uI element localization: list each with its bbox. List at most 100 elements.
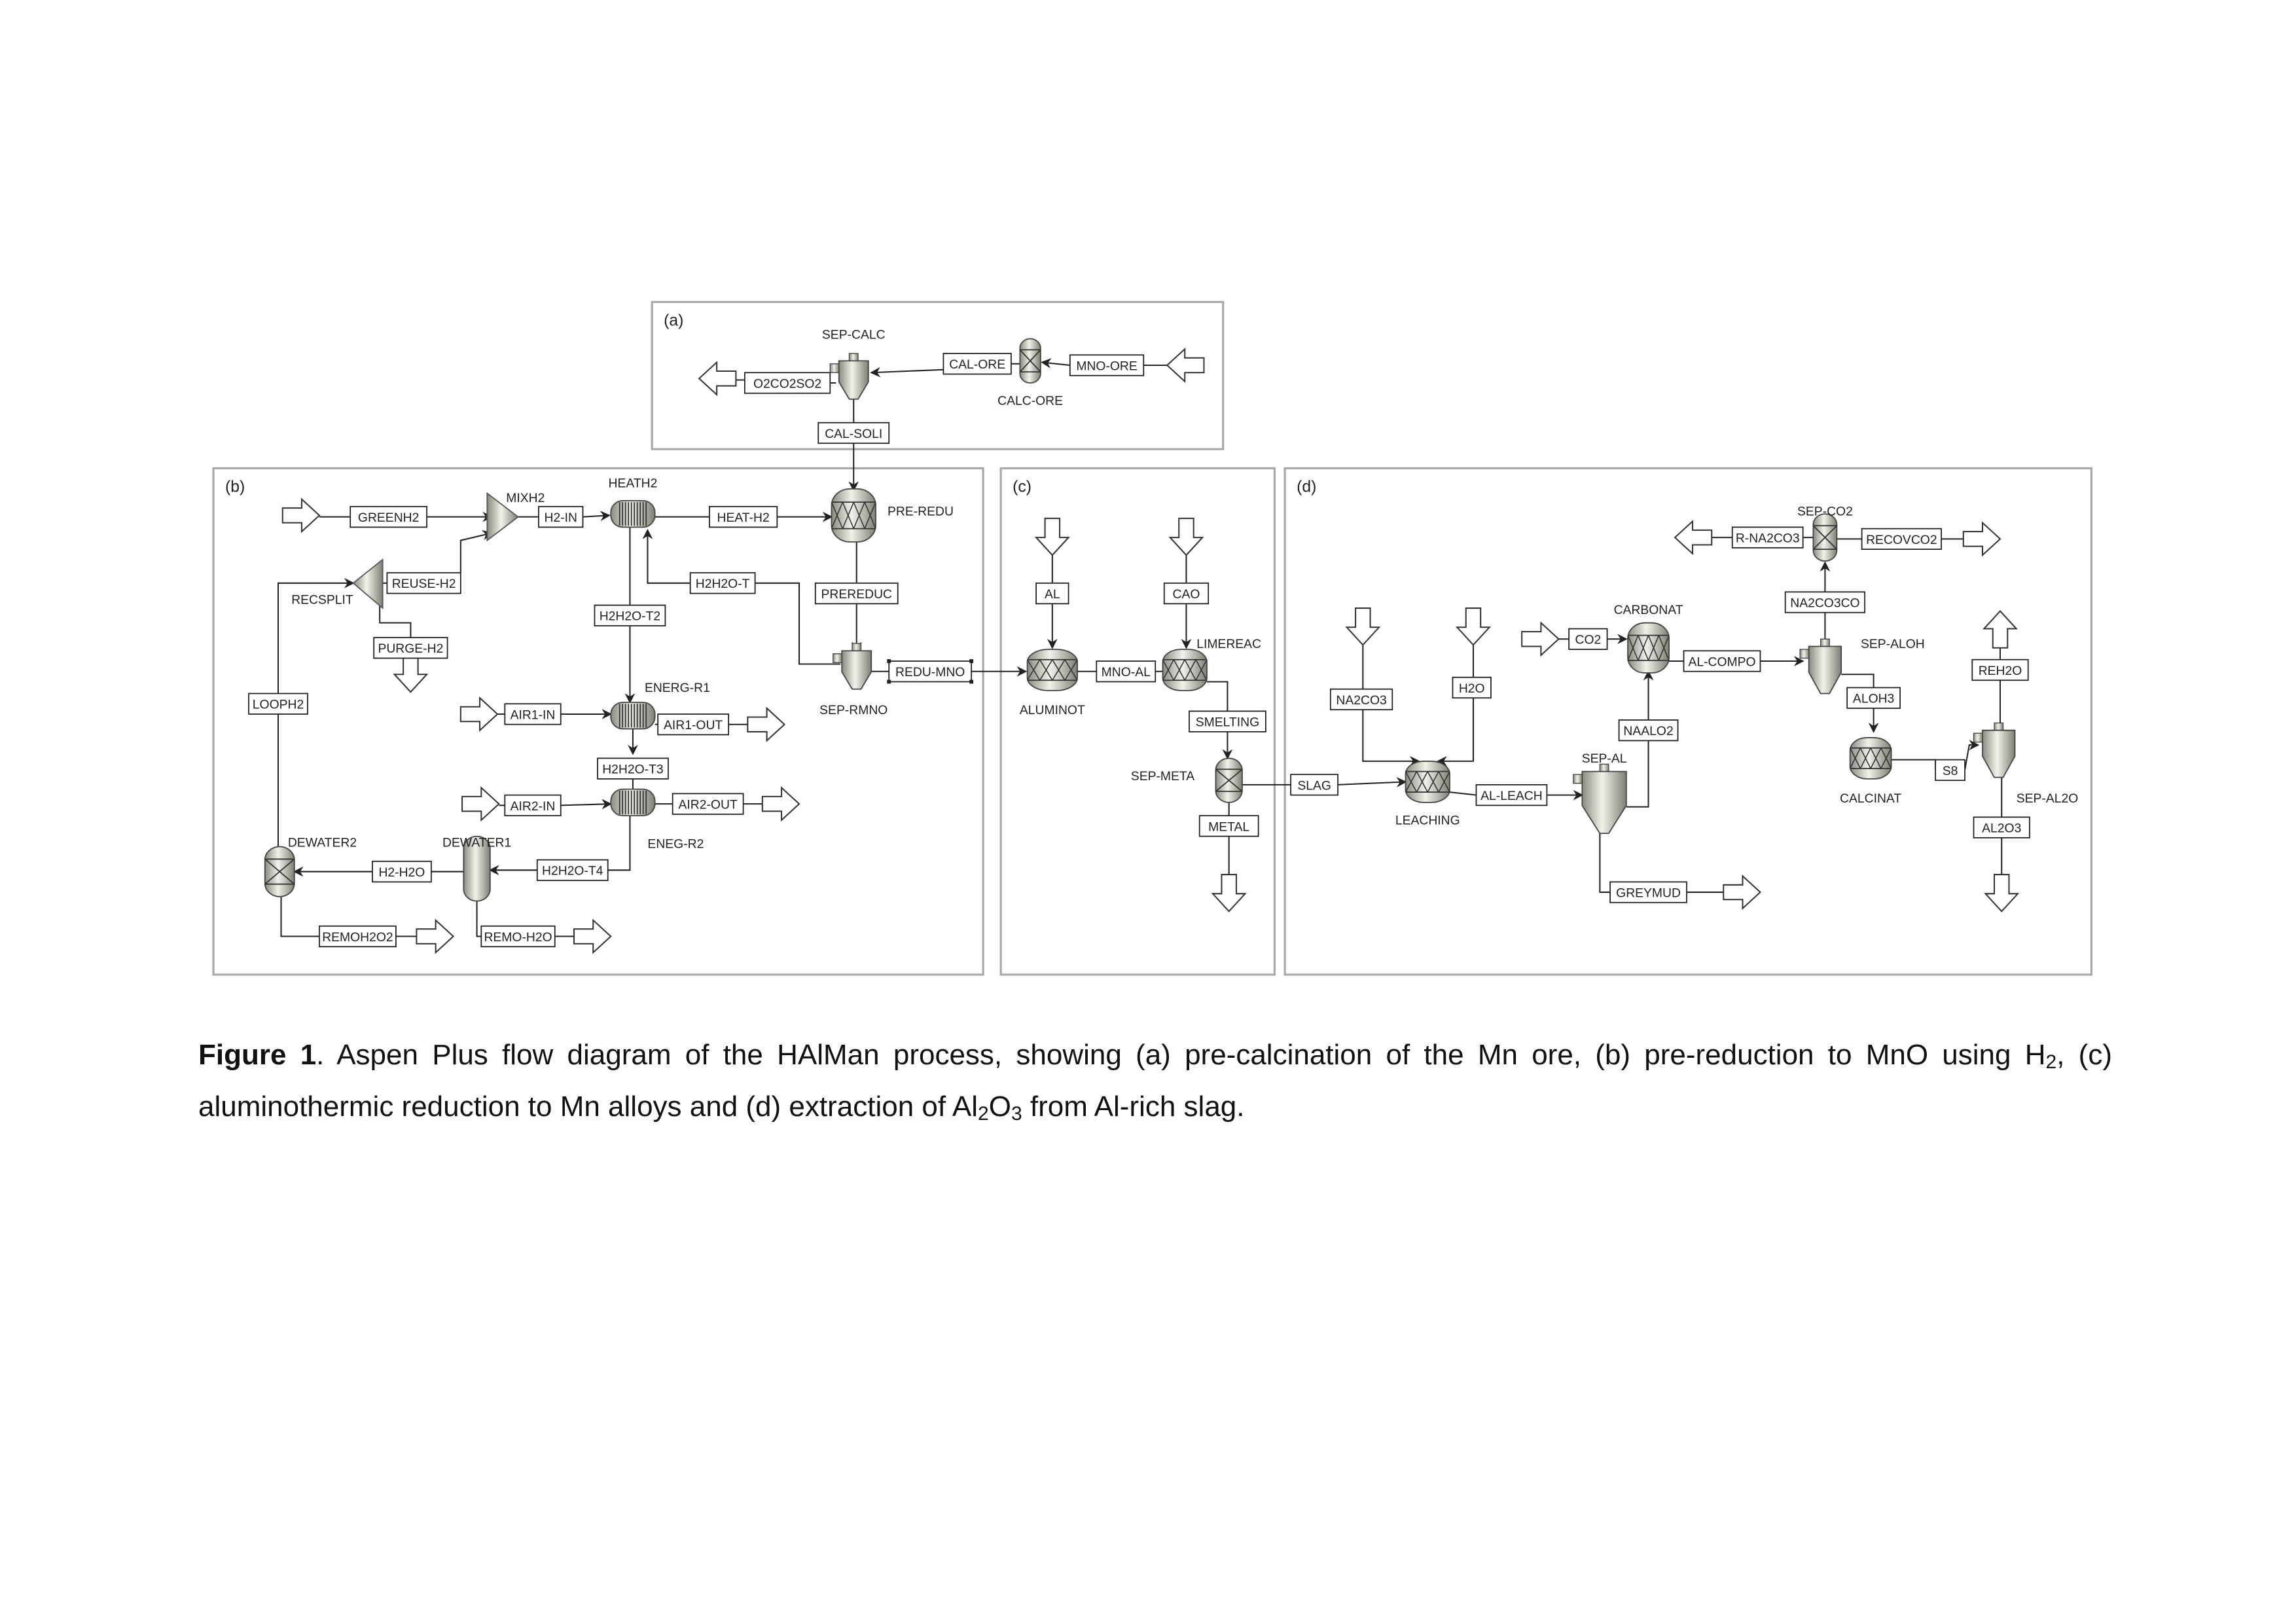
stream-line[interactable] [1891, 759, 1937, 770]
stream-air2_out[interactable]: AIR2-OUT [672, 793, 744, 815]
reactor-body[interactable] [1026, 649, 1078, 691]
stream-label[interactable]: AIR2-OUT [679, 799, 738, 812]
selection-handle[interactable] [969, 659, 974, 663]
reactor-body[interactable] [1162, 649, 1208, 691]
vessel-icon-dewater1[interactable] [463, 835, 491, 902]
stream-line[interactable] [1437, 698, 1474, 767]
stream-label-box[interactable] [1035, 582, 1069, 605]
flash-vessel-icon-dewater2[interactable] [264, 846, 295, 897]
stream-label-box[interactable] [1935, 759, 1965, 782]
stream-label[interactable]: LOOPH2 [253, 698, 304, 712]
stream-label-box[interactable] [1189, 710, 1266, 732]
stream-label[interactable]: PREREDUC [821, 588, 893, 602]
stream-label[interactable]: AL2O3 [1982, 822, 2021, 836]
stream-label[interactable]: SMELTING [1196, 716, 1259, 730]
reactor-icon-aluminot[interactable] [1026, 649, 1078, 691]
stream-line[interactable] [1362, 710, 1420, 767]
stream-label-box[interactable] [1731, 526, 1804, 549]
stream-label-box[interactable] [817, 422, 890, 444]
stream-h2h2o_t3[interactable]: H2H2O-T3 [597, 757, 669, 780]
stream-label[interactable]: H2O [1459, 682, 1485, 696]
stream-line[interactable] [560, 799, 613, 810]
feed-port-arrow-icon[interactable] [1345, 607, 1381, 646]
exchanger-body[interactable] [610, 499, 656, 528]
heat-exchanger-icon-eneg_r2[interactable] [610, 788, 656, 817]
stream-label-box[interactable] [480, 925, 556, 948]
stream-label-box[interactable] [1861, 528, 1942, 550]
stream-label-box[interactable] [672, 793, 744, 815]
stream-cal_ore[interactable]: CAL-ORE [942, 353, 1012, 375]
stream-label[interactable]: ALOH3 [1853, 693, 1894, 706]
flash-vessel-icon-sep_meta[interactable] [1215, 757, 1243, 803]
stream-cal_soli[interactable]: CAL-SOLI [817, 422, 890, 444]
stream-label-box[interactable] [1846, 687, 1901, 709]
stream-prereduc[interactable]: PREREDUC [814, 582, 899, 605]
stream-label[interactable]: NA2CO3 [1336, 694, 1386, 708]
stream-label-box[interactable] [657, 713, 730, 736]
product-port-arrow-icon[interactable] [1723, 875, 1761, 911]
stream-label[interactable]: REMOH2O2 [322, 931, 393, 945]
flash-vessel-icon-sep_co2[interactable] [1812, 513, 1838, 562]
stream-al[interactable]: AL [1035, 582, 1069, 605]
product-port-arrow-icon[interactable] [1982, 610, 2018, 649]
stream-line[interactable] [1041, 358, 1070, 369]
stream-label[interactable]: MNO-ORE [1076, 359, 1138, 373]
stream-label-box[interactable] [689, 572, 756, 594]
reactor-body[interactable] [1405, 761, 1450, 803]
stream-label[interactable]: CAL-SOLI [825, 427, 882, 441]
selection-handle[interactable] [887, 679, 891, 684]
stream-label-box[interactable] [538, 505, 584, 528]
stream-line[interactable] [280, 896, 319, 937]
stream-label-box[interactable] [1971, 659, 2029, 681]
separator-icon-sep_al2o[interactable] [1973, 722, 2016, 778]
exchanger-body[interactable] [610, 788, 656, 817]
stream-al2o3[interactable]: AL2O3 [1973, 816, 2030, 839]
reactor-icon-carbonat[interactable] [1627, 622, 1670, 674]
stream-label[interactable]: CAO [1173, 588, 1200, 602]
stream-label-box[interactable] [1163, 582, 1210, 605]
stream-line[interactable] [277, 577, 355, 694]
stream-cao[interactable]: CAO [1163, 582, 1210, 605]
stream-label[interactable]: CO2 [1575, 634, 1601, 647]
stream-s8[interactable]: S8 [1935, 759, 1965, 782]
stream-label-box[interactable] [536, 859, 609, 881]
stream-label[interactable]: REUSE-H2 [392, 577, 456, 591]
stream-aloh3[interactable]: ALOH3 [1846, 687, 1901, 709]
stream-label-box[interactable] [1973, 816, 2030, 839]
reactor-icon-pre_redu[interactable] [831, 488, 876, 543]
stream-label-box[interactable] [1568, 628, 1608, 650]
stream-line[interactable] [1964, 740, 1980, 770]
stream-label[interactable]: REDU-MNO [895, 666, 965, 679]
mixer-icon[interactable] [486, 492, 520, 542]
stream-h2h2o_t[interactable]: H2H2O-T [689, 572, 756, 594]
stream-label[interactable]: H2H2O-T [696, 577, 750, 591]
feed-port-arrow-icon[interactable] [1455, 607, 1492, 646]
separator-icon-sep_rmno[interactable] [833, 643, 872, 690]
stream-label-box[interactable] [1329, 688, 1393, 711]
product-port-arrow-icon[interactable] [1984, 874, 2020, 912]
stream-line[interactable] [1599, 833, 1611, 893]
stream-label[interactable]: AL-LEACH [1480, 789, 1543, 803]
stream-slag[interactable]: SLAG [1290, 774, 1338, 796]
selection-handle[interactable] [969, 679, 974, 684]
cyclone-body[interactable] [841, 650, 872, 690]
stream-label-box[interactable] [1609, 881, 1687, 903]
stream-label[interactable]: GREENH2 [358, 511, 419, 525]
stream-label-box[interactable] [248, 693, 308, 715]
stream-al_compo[interactable]: AL-COMPO [1683, 650, 1761, 672]
stream-label-box[interactable] [744, 372, 831, 394]
stream-label[interactable]: R-NA2CO3 [1736, 532, 1800, 546]
stream-label-box[interactable] [1452, 676, 1492, 699]
product-port-arrow-icon[interactable] [1211, 874, 1247, 912]
stream-smelting[interactable]: SMELTING [1189, 710, 1266, 732]
stream-line[interactable] [1206, 681, 1229, 712]
stream-greymud[interactable]: GREYMUD [1609, 881, 1687, 903]
stream-line[interactable] [583, 511, 611, 522]
product-port-arrow-icon[interactable] [393, 654, 429, 693]
feed-port-arrow-icon[interactable] [461, 786, 500, 822]
stream-purge_h2[interactable]: PURGE-H2 [373, 637, 448, 659]
stream-label[interactable]: AL-COMPO [1688, 655, 1755, 669]
stream-label[interactable]: H2-H2O [378, 866, 425, 880]
stream-line[interactable] [379, 604, 412, 638]
stream-label-box[interactable] [350, 505, 428, 528]
